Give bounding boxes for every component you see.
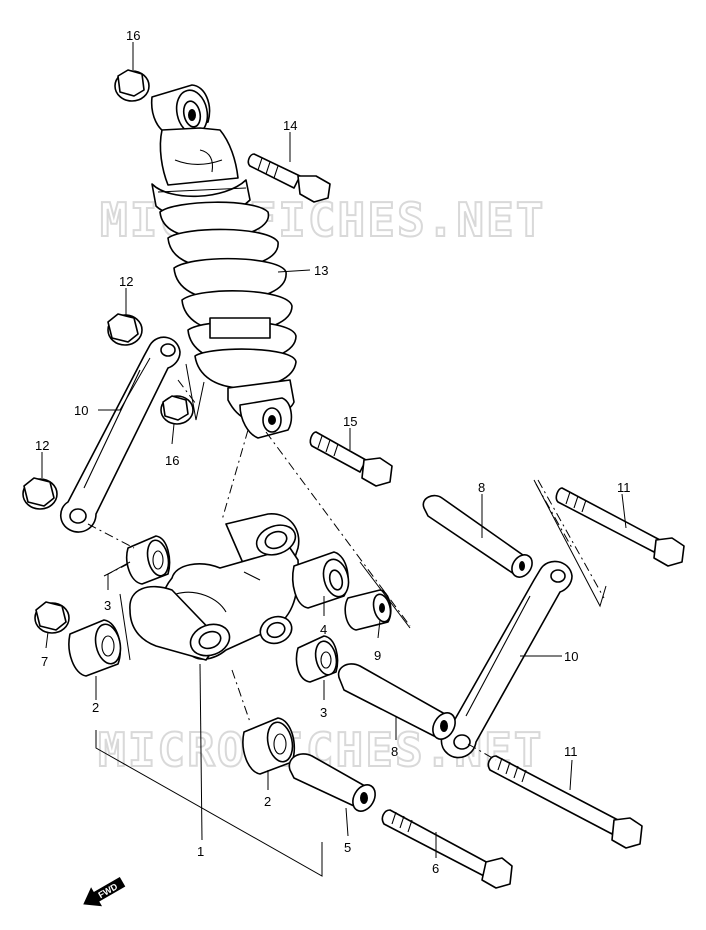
link-rod-10-left [59, 336, 181, 533]
callout-16-top: 16 [126, 28, 140, 43]
callout-3-middle: 3 [320, 705, 327, 720]
collar-5 [288, 753, 376, 812]
callout-10-left: 10 [74, 403, 88, 418]
bolt-11-top [555, 487, 685, 567]
callout-4: 4 [320, 622, 327, 637]
nut-7 [34, 601, 70, 634]
callout-9: 9 [374, 648, 381, 663]
callout-6: 6 [432, 861, 439, 876]
collar-8-low [337, 663, 456, 740]
callout-13: 13 [314, 263, 328, 278]
bearing-3-middle [295, 635, 339, 683]
collar-8-top [422, 494, 533, 578]
fwd-arrow-icon: FWD [83, 876, 126, 907]
bolt-6 [381, 809, 513, 889]
callout-5: 5 [344, 840, 351, 855]
callout-11-low: 11 [564, 744, 578, 759]
callout-2-left: 2 [92, 700, 99, 715]
bearing-3-left [126, 535, 171, 585]
bolt-14 [247, 153, 331, 203]
callout-8-top: 8 [478, 480, 485, 495]
bolt-15 [309, 431, 393, 487]
cushion-lever [129, 513, 300, 661]
bearing-2-low [242, 717, 296, 775]
callout-11-top: 11 [617, 480, 631, 495]
nut-16-top [114, 69, 150, 102]
callout-12-left: 12 [35, 438, 49, 453]
spacer-9 [344, 589, 392, 631]
callout-7: 7 [41, 654, 48, 669]
link-rod-10-right [440, 560, 573, 759]
nut-12-top [107, 313, 143, 346]
bolt-11-low [487, 755, 643, 849]
callout-12-top: 12 [119, 274, 133, 289]
bearing-2-left [68, 619, 122, 677]
shock-absorber [150, 84, 297, 439]
callout-15: 15 [343, 414, 357, 429]
callout-3-left: 3 [104, 598, 111, 613]
callout-8-low: 8 [391, 744, 398, 759]
callout-16-middle: 16 [165, 453, 179, 468]
bushing-4 [292, 551, 350, 609]
nut-16-middle [160, 395, 194, 425]
callout-2-low: 2 [264, 794, 271, 809]
nut-12-left [22, 477, 58, 510]
callout-14: 14 [283, 118, 297, 133]
callout-10-right: 10 [564, 649, 578, 664]
callout-1: 1 [197, 844, 204, 859]
